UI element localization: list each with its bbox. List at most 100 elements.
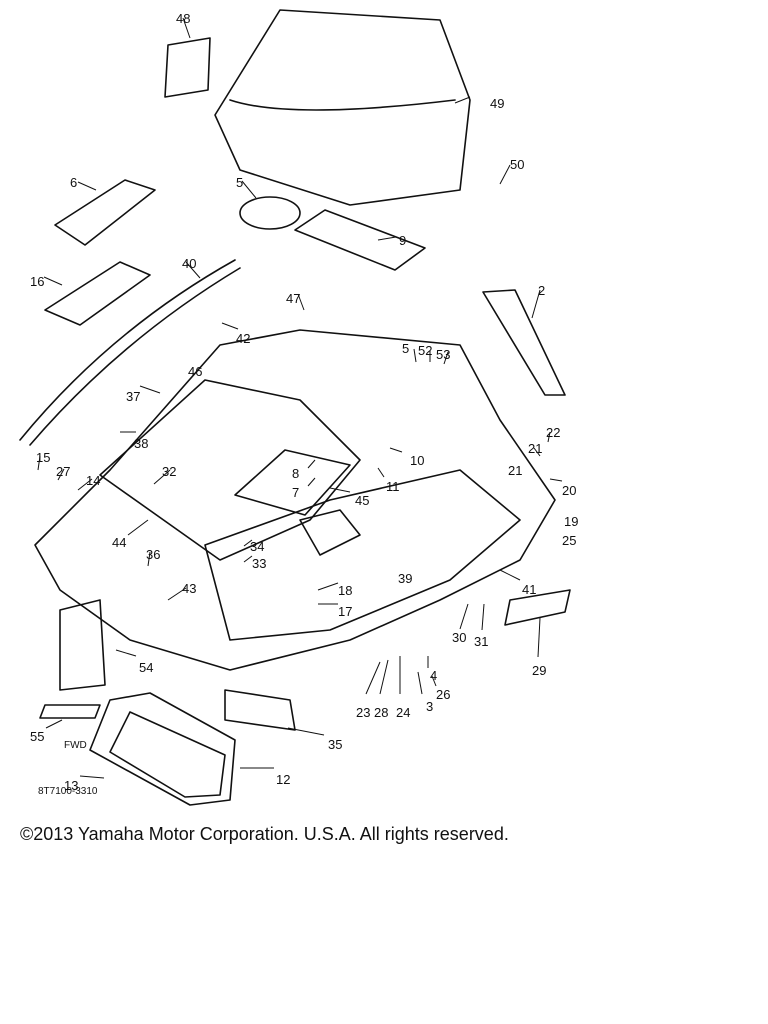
leader-line xyxy=(307,477,316,487)
leader-line xyxy=(43,276,63,286)
part-callout-40: 40 xyxy=(182,256,196,271)
part-callout-16: 16 xyxy=(30,274,44,289)
leader-line xyxy=(182,17,191,39)
part-callout-12: 12 xyxy=(276,772,290,787)
part-callout-41: 41 xyxy=(522,582,536,597)
part-callout-48: 48 xyxy=(176,11,190,26)
leader-line xyxy=(115,649,137,657)
part-callout-5: 5 xyxy=(402,341,409,356)
part-callout-27: 27 xyxy=(56,464,70,479)
bracket-35 xyxy=(224,689,296,731)
part-callout-21: 21 xyxy=(508,463,522,478)
part-callout-47: 47 xyxy=(286,291,300,306)
leader-line xyxy=(417,671,423,695)
leader-line xyxy=(77,478,93,491)
leader-line xyxy=(45,719,63,729)
strip-29 xyxy=(504,589,571,626)
leader-line xyxy=(243,555,253,563)
leader-line xyxy=(185,261,201,279)
leader-line xyxy=(413,348,417,363)
windshield-part xyxy=(214,9,471,206)
leader-line xyxy=(365,661,381,695)
part-callout-4: 4 xyxy=(430,668,437,683)
leader-line xyxy=(459,603,469,630)
leader-line xyxy=(389,447,403,453)
part-callout-2: 2 xyxy=(538,283,545,298)
bracket-54 xyxy=(59,599,106,691)
leader-line xyxy=(297,293,305,311)
part-callout-6: 6 xyxy=(70,175,77,190)
leader-line xyxy=(139,385,161,394)
leader-line xyxy=(531,289,541,319)
leader-line xyxy=(79,775,105,779)
leader-line xyxy=(317,582,339,591)
part-callout-42: 42 xyxy=(236,331,250,346)
part-callout-28: 28 xyxy=(374,705,388,720)
part-callout-14: 14 xyxy=(86,473,100,488)
headlight-housing xyxy=(89,692,236,806)
leader-line xyxy=(147,551,151,567)
part-callout-13: 13 xyxy=(64,778,78,793)
leader-line xyxy=(454,96,471,104)
side-grille-2 xyxy=(482,289,566,396)
part-callout-32: 32 xyxy=(162,464,176,479)
hood-body xyxy=(34,329,556,671)
leader-line xyxy=(243,539,253,547)
part-callout-30: 30 xyxy=(452,630,466,645)
vent-grille-16 xyxy=(44,261,151,326)
leader-line xyxy=(549,478,563,482)
leader-line xyxy=(443,351,449,365)
part-callout-31: 31 xyxy=(474,634,488,649)
part-callout-52: 52 xyxy=(418,343,432,358)
part-callout-10: 10 xyxy=(410,453,424,468)
part-callout-11: 11 xyxy=(386,479,400,494)
part-callout-43: 43 xyxy=(182,581,196,596)
part-callout-9: 9 xyxy=(399,233,406,248)
part-callout-5: 5 xyxy=(236,175,243,190)
part-callout-49: 49 xyxy=(490,96,504,111)
part-callout-23: 23 xyxy=(356,705,370,720)
part-callout-45: 45 xyxy=(355,493,369,508)
leader-line xyxy=(329,487,351,493)
drawing-code: 8T7100-3310 xyxy=(38,786,98,797)
leader-line xyxy=(499,569,521,581)
leader-line xyxy=(287,727,325,736)
decal-part xyxy=(164,37,211,98)
grille-9 xyxy=(294,209,426,271)
part-callout-38: 38 xyxy=(134,436,148,451)
part-callout-24: 24 xyxy=(396,705,410,720)
part-callout-21: 21 xyxy=(528,441,542,456)
leader-line xyxy=(37,455,41,471)
part-callout-33: 33 xyxy=(252,556,266,571)
part-callout-22: 22 xyxy=(546,425,560,440)
part-callout-39: 39 xyxy=(398,571,412,586)
leader-line xyxy=(499,164,511,185)
part-callout-25: 25 xyxy=(562,533,576,548)
copyright-notice: ©2013 Yamaha Motor Corporation. U.S.A. A… xyxy=(20,824,509,844)
emblem-text: FWD xyxy=(64,740,87,751)
part-callout-15: 15 xyxy=(36,450,50,465)
bracket-55 xyxy=(39,704,101,719)
leader-line xyxy=(221,322,239,330)
rail-part xyxy=(19,259,236,441)
part-callout-18: 18 xyxy=(338,583,352,598)
vent-grille-6 xyxy=(54,179,156,246)
leader-line xyxy=(377,236,397,241)
part-callout-19: 19 xyxy=(564,514,578,529)
leader-line xyxy=(547,431,551,443)
part-callout-36: 36 xyxy=(146,547,160,562)
part-callout-54: 54 xyxy=(139,660,153,675)
part-callout-20: 20 xyxy=(562,483,576,498)
part-callout-34: 34 xyxy=(250,539,264,554)
leader-line xyxy=(481,603,485,631)
speaker-cover xyxy=(239,196,301,230)
leader-line xyxy=(379,659,389,695)
part-callout-44: 44 xyxy=(112,535,126,550)
leader-line xyxy=(533,447,541,457)
leader-line xyxy=(127,519,149,536)
part-callout-37: 37 xyxy=(126,389,140,404)
part-callout-35: 35 xyxy=(328,737,342,752)
part-callout-7: 7 xyxy=(292,485,299,500)
leader-line xyxy=(57,468,65,481)
